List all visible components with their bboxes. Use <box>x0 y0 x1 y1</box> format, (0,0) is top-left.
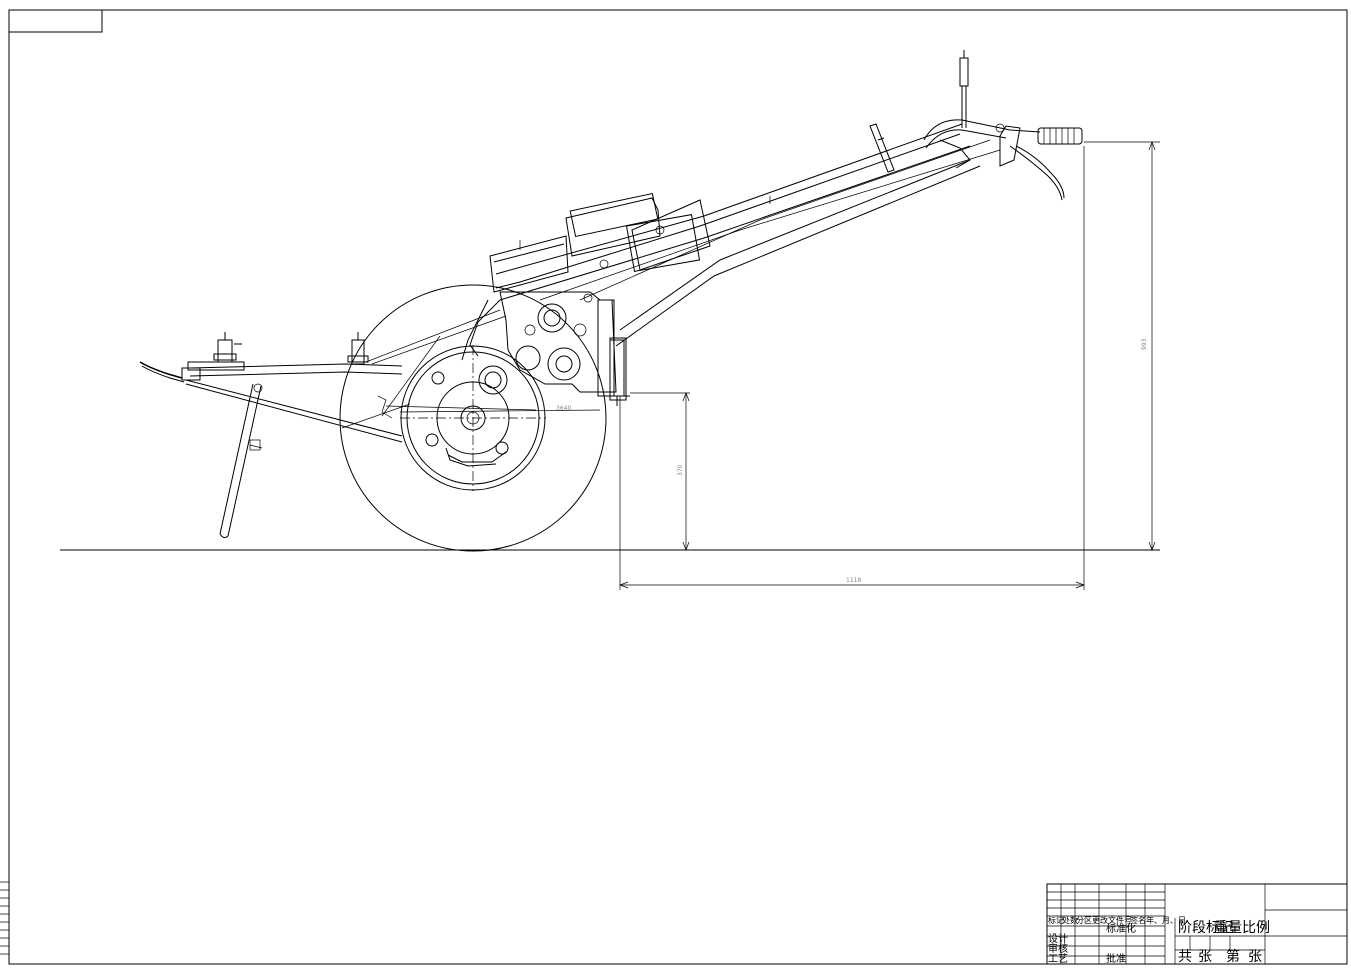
tb-label-count: 处数 <box>1062 915 1078 925</box>
dimension-total-height: 993 <box>1084 141 1160 551</box>
belt <box>341 309 537 429</box>
tb-label-standardize: 标准化 <box>1106 922 1136 935</box>
tb-label-sheets: 共 <box>1178 949 1192 965</box>
dim-label-wheel-span: 3640 <box>556 405 571 412</box>
tb-label-change-doc: 更改文件号 <box>1092 915 1132 925</box>
tb-label-mark: 标记 <box>1048 915 1064 925</box>
tb-label-weight: 重量 <box>1214 920 1242 936</box>
tb-label-process: 工艺 <box>1048 953 1068 965</box>
tb-label-stage: 阶段标记 <box>1178 920 1234 936</box>
binding-strip <box>0 881 9 955</box>
drawing-border <box>8 9 1348 965</box>
throttle-lever <box>869 123 895 173</box>
tb-label-date: 年、月、日 <box>1146 915 1186 925</box>
handle-grips <box>923 119 1083 201</box>
engine-frame <box>489 192 711 303</box>
tb-label-sheet-no-unit: 张 <box>1248 949 1262 965</box>
gearbox <box>461 291 627 401</box>
title-block: 标记 处数 分区 更改文件号 签名 年、月、日 设计 审核 工艺 标准化 批准 … <box>1046 883 1348 965</box>
tb-label-sheet-no: 第 <box>1226 948 1240 965</box>
tb-label-checker: 审核 <box>1048 942 1068 955</box>
tb-label-signature: 签名 <box>1130 915 1146 925</box>
tiller-machine <box>139 50 1083 552</box>
dim-label-total-height: 993 <box>1141 338 1148 350</box>
handle-bars <box>495 123 1001 347</box>
tail-bolts <box>213 332 369 365</box>
dim-label-length: 1118 <box>846 577 861 584</box>
drive-wheel <box>339 284 607 552</box>
dimension-wheel-span: 3640 <box>399 405 601 413</box>
tb-label-scale: 比例 <box>1242 920 1270 936</box>
support-leg <box>219 383 263 539</box>
tb-label-sheets-unit: 张 <box>1198 949 1212 965</box>
dimension-hitch-height: 370 <box>630 392 690 551</box>
dim-label-hitch-height: 370 <box>677 464 684 476</box>
tb-label-zone: 分区 <box>1076 916 1092 925</box>
front-tube <box>600 339 630 406</box>
control-knob <box>959 50 969 128</box>
dimension-length: 1118 <box>619 146 1085 590</box>
tb-label-designer: 设计 <box>1048 932 1068 945</box>
tb-label-approve: 批准 <box>1106 952 1126 965</box>
corner-code-box <box>8 9 103 33</box>
rear-hitch <box>139 361 403 443</box>
